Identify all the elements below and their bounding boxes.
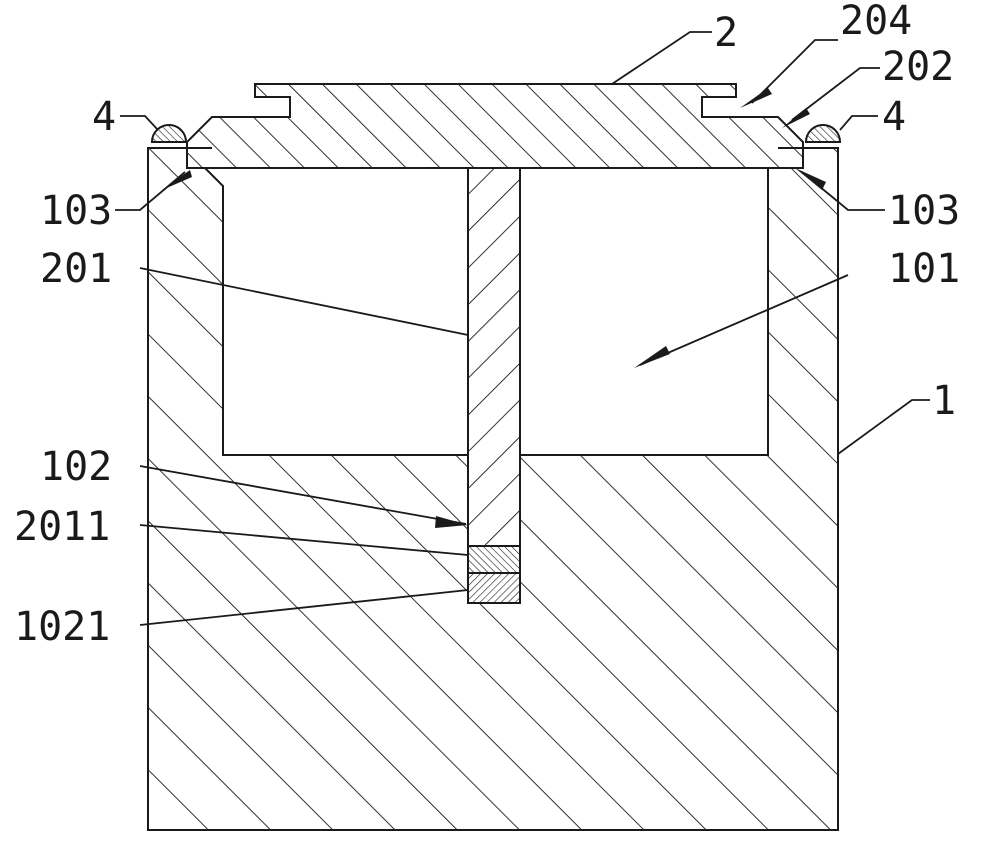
label-gap-left: 103 xyxy=(40,188,112,234)
label-bore: 102 xyxy=(40,444,112,490)
post-tip xyxy=(467,545,521,574)
label-groove-right: 204 xyxy=(840,0,912,44)
label-bore-insert: 1021 xyxy=(14,604,110,650)
seal-left xyxy=(150,124,188,143)
center-post xyxy=(467,167,521,547)
label-center-post: 201 xyxy=(40,246,112,292)
label-step-right: 202 xyxy=(882,44,954,90)
lid-section xyxy=(186,83,804,169)
bore-insert xyxy=(467,572,521,604)
leaders xyxy=(115,31,930,626)
label-post-tip: 2011 xyxy=(14,504,110,550)
label-body: 1 xyxy=(932,378,956,424)
label-lid: 2 xyxy=(714,10,738,56)
label-gap-right: 103 xyxy=(888,188,960,234)
seal-right xyxy=(804,124,842,143)
label-seal-right: 4 xyxy=(882,94,906,140)
label-cavity: 101 xyxy=(888,246,960,292)
label-seal-left: 4 xyxy=(92,94,116,140)
